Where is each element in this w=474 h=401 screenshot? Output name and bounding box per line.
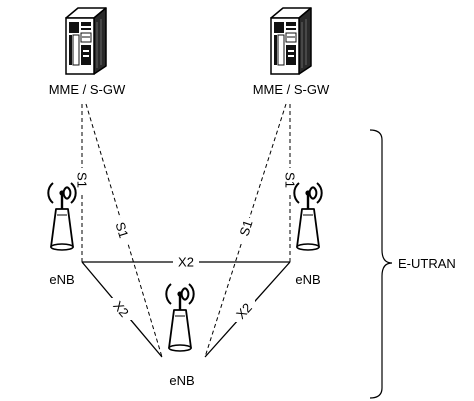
s1-left-diagonal-label-bg	[113, 218, 131, 244]
enb-left-label-bg	[46, 273, 80, 287]
x2-left-label-bg	[110, 298, 132, 320]
enb-right-label: eNB	[295, 272, 320, 287]
antenna-tower-icon	[47, 181, 77, 252]
s1-right-diagonal-label: S1	[236, 218, 255, 238]
s1-right-diagonal-line	[204, 103, 287, 358]
curly-brace-icon	[369, 129, 393, 399]
enb-bottom-node[interactable]: eNB	[165, 282, 195, 388]
antenna-tower-icon	[293, 181, 323, 252]
s1-left-diagonal-label: S1	[113, 220, 132, 240]
server-icon	[65, 7, 107, 75]
enb-right-label-bg	[292, 273, 326, 287]
s1-left-vertical-label-bg	[74, 168, 90, 192]
mme-sgw-right-node[interactable]: MME / S-GW	[253, 7, 330, 97]
enb-bottom-label: eNB	[169, 373, 194, 388]
s1-right-diagonal-label-bg	[237, 218, 255, 244]
s1-right-vertical-label-bg	[282, 168, 298, 192]
enb-right-node[interactable]: eNB	[292, 181, 326, 287]
enb-left-label: eNB	[49, 272, 74, 287]
e-utran-label: E-UTRAN	[398, 256, 456, 271]
mme-sgw-right-label: MME / S-GW	[253, 82, 330, 97]
s1-left-diagonal-line	[85, 103, 163, 358]
x2-right-label-bg	[233, 300, 255, 322]
x2-top-label: X2	[178, 255, 194, 270]
e-utran-region: E-UTRAN	[369, 129, 456, 399]
mme-sgw-left-node[interactable]: MME / S-GW	[49, 7, 126, 97]
x2-top-label-bg	[173, 255, 199, 269]
mme-sgw-left-label: MME / S-GW	[49, 82, 126, 97]
s1-right-vertical-label: S1	[283, 172, 298, 188]
link-labels: S1 S1 S1 S1 X2 X2 X2	[74, 168, 298, 322]
enb-left-node[interactable]: eNB	[46, 181, 80, 287]
server-icon	[270, 7, 312, 75]
s1-left-vertical-label: S1	[75, 172, 90, 188]
